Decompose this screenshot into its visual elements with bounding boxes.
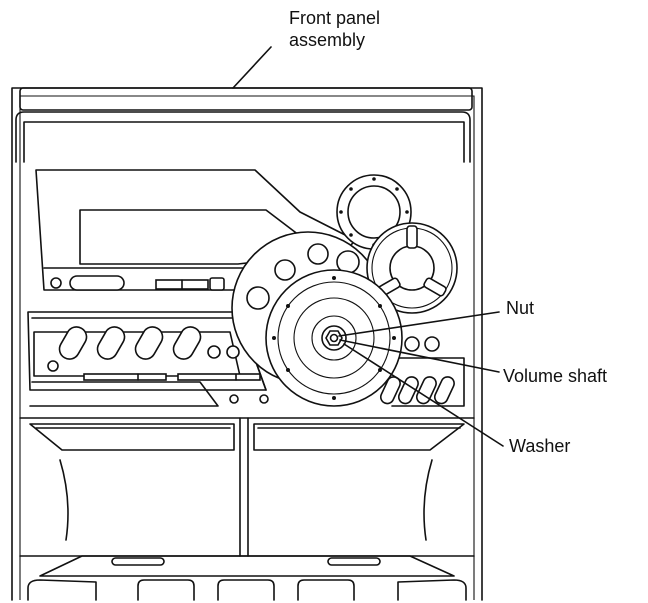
front-panel-assembly-label: Front panel assembly (289, 7, 380, 51)
nut-label: Nut (506, 298, 535, 318)
cassette-decks (19, 417, 475, 557)
lower-controls-panel (27, 311, 269, 407)
volume-shaft-assembly (321, 325, 347, 351)
front-panel-label-line2: assembly (289, 30, 366, 50)
top-panel-bars (15, 87, 473, 163)
right-side-panel (377, 336, 465, 407)
front-panel-label-line1: Front panel (289, 8, 381, 28)
washer-label: Washer (509, 436, 571, 456)
bottom-base (19, 555, 475, 601)
volume-shaft-label: Volume shaft (503, 366, 608, 386)
leader-lines (232, 46, 504, 447)
three-spoke-knob (366, 222, 458, 314)
